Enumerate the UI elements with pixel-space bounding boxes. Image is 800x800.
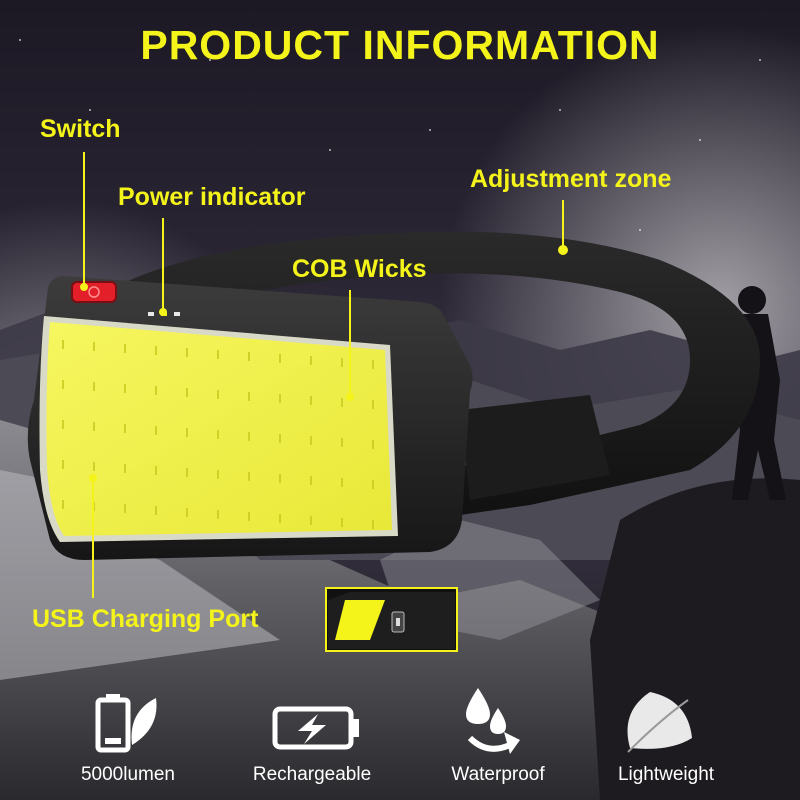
- cob-led-dot: [155, 386, 157, 395]
- cob-led-dot: [248, 472, 250, 481]
- feather-icon: [627, 692, 692, 753]
- switch-button: [71, 281, 117, 303]
- cob-led-dot: [310, 436, 312, 445]
- cob-led-dot: [155, 466, 157, 475]
- cob-led-dot: [217, 430, 219, 439]
- cob-led-dot: [372, 400, 374, 409]
- cob-led-dot: [372, 520, 374, 529]
- cob-led-dot: [279, 514, 281, 523]
- cob-led-dot: [217, 470, 219, 479]
- cob-wicks-label: COB Wicks: [292, 255, 427, 283]
- cob-led-dot: [217, 350, 219, 359]
- water-drops-icon: [466, 688, 520, 754]
- cob-led-dot: [310, 356, 312, 365]
- cob-led-dot: [155, 346, 157, 355]
- cob-led-dot: [186, 428, 188, 437]
- cob-led-dot: [62, 420, 64, 429]
- cob-led-dot: [124, 424, 126, 433]
- cob-led-dot: [124, 504, 126, 513]
- cob-led-dot: [217, 390, 219, 399]
- cob-led-dot: [310, 516, 312, 525]
- cob-led-dot: [248, 352, 250, 361]
- cob-led-dot: [62, 460, 64, 469]
- cob-led-dot: [93, 382, 95, 391]
- strap-buckle: [460, 395, 610, 500]
- feature-label-rechargeable: Rechargeable: [252, 764, 372, 785]
- cob-led-dot: [93, 462, 95, 471]
- battery-leaf-icon: [95, 694, 157, 753]
- cob-led-dot: [372, 480, 374, 489]
- cob-led-dot: [217, 510, 219, 519]
- usb-port-inset: [325, 587, 458, 652]
- cob-led-dot: [124, 344, 126, 353]
- cob-led-dot: [341, 358, 343, 367]
- cob-led-dot: [279, 394, 281, 403]
- cob-led-dot: [186, 508, 188, 517]
- cob-led-dot: [372, 360, 374, 369]
- cob-led-dot: [279, 434, 281, 443]
- cob-led-dot: [93, 422, 95, 431]
- charging-battery-icon: [272, 706, 359, 750]
- adjustment-zone-label: Adjustment zone: [470, 165, 672, 193]
- cob-led-dot: [341, 518, 343, 527]
- cob-led-dot: [186, 388, 188, 397]
- cob-led-dot: [279, 354, 281, 363]
- cob-led-dot: [155, 426, 157, 435]
- cob-led-dot: [248, 432, 250, 441]
- cob-led-dot: [62, 340, 64, 349]
- cob-led-dot: [93, 342, 95, 351]
- cob-led-dot: [62, 500, 64, 509]
- switch-label: Switch: [40, 115, 121, 143]
- page-title: PRODUCT INFORMATION: [140, 22, 660, 68]
- cob-panel: [46, 322, 393, 536]
- cob-led-dot: [310, 396, 312, 405]
- cob-led-dot: [248, 512, 250, 521]
- feature-label-lumen: 5000lumen: [80, 764, 176, 785]
- stars: [19, 39, 761, 231]
- cob-led-dot: [155, 506, 157, 515]
- cob-led-dot: [341, 478, 343, 487]
- feature-label-waterproof: Waterproof: [451, 764, 545, 785]
- cob-led-dot: [279, 474, 281, 483]
- feature-label-lightweight: Lightweight: [617, 764, 715, 785]
- cob-led-grid: [62, 340, 374, 529]
- cob-led-dot: [124, 384, 126, 393]
- cob-led-dot: [341, 398, 343, 407]
- cob-led-dot: [310, 476, 312, 485]
- callout-lines: [80, 152, 568, 598]
- usb-charging-port-label: USB Charging Port: [32, 605, 259, 633]
- cob-led-dot: [124, 464, 126, 473]
- cob-led-dot: [186, 348, 188, 357]
- cob-led-dot: [341, 438, 343, 447]
- cob-led-dot: [372, 440, 374, 449]
- power-indicator-label: Power indicator: [118, 183, 306, 211]
- cob-led-dot: [186, 468, 188, 477]
- cob-led-dot: [248, 392, 250, 401]
- cob-led-dot: [62, 380, 64, 389]
